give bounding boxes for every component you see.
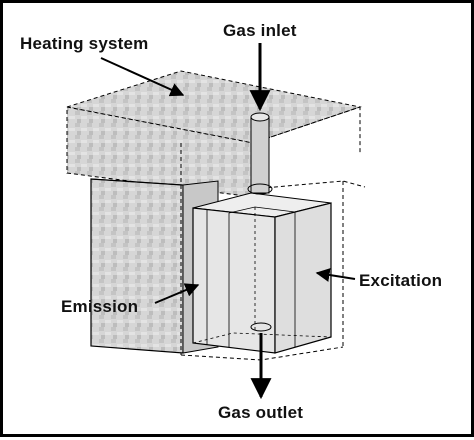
lower-block-front bbox=[90, 178, 184, 354]
heating-block-right-edge bbox=[252, 106, 361, 153]
excitation-arrow bbox=[315, 268, 356, 282]
apparatus-drawing bbox=[66, 43, 366, 400]
outlet-port bbox=[250, 322, 272, 332]
gas-outlet-label: Gas outlet bbox=[218, 403, 304, 422]
heating-system-arrow bbox=[100, 57, 185, 97]
cell-bottom-hidden bbox=[192, 332, 332, 344]
inlet-tube bbox=[250, 116, 270, 194]
lower-block-top-edge bbox=[90, 178, 184, 186]
inlet-tube-top bbox=[250, 112, 270, 122]
housing-top-edge bbox=[252, 180, 366, 190]
cell-right bbox=[274, 202, 332, 354]
excitation-label: Excitation bbox=[359, 271, 443, 290]
heating-block-front bbox=[66, 106, 254, 198]
emission-label: Emission bbox=[61, 297, 139, 316]
gas-inlet-label: Gas inlet bbox=[223, 21, 297, 40]
emission-arrow bbox=[154, 283, 200, 304]
heating-system-label: Heating system bbox=[20, 34, 149, 53]
inlet-tube-base bbox=[247, 183, 273, 195]
